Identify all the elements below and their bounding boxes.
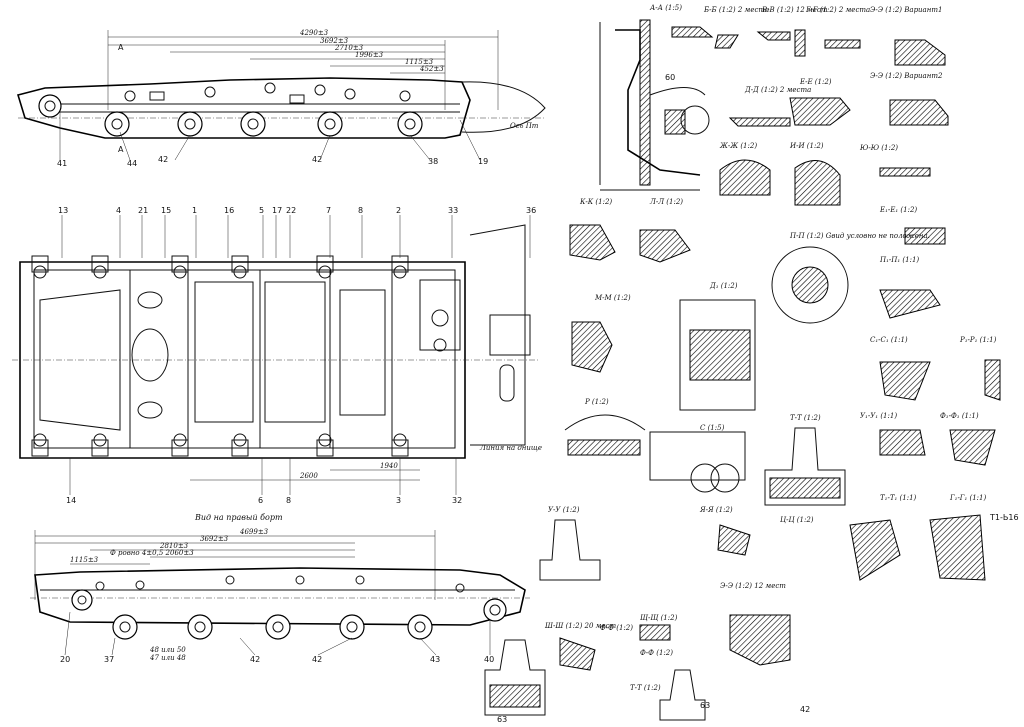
plan-callout-21: 21: [138, 206, 148, 215]
callout-47-48: 47 или 48: [149, 654, 186, 662]
plan-callout-17: 17: [272, 206, 282, 215]
detail-callout: 42: [800, 705, 810, 714]
axis-label: Ось Пт: [510, 122, 539, 130]
section-title: С₁-С₁ (1:1): [870, 336, 908, 344]
callout-20: 20: [60, 655, 70, 664]
section-title: Ц-Ц (1:2): [780, 516, 814, 524]
section-title: Д-Д (1:2) 2 места: [744, 86, 811, 94]
plan-callout-32: 32: [452, 496, 462, 505]
dim-1115: 1115±3: [405, 58, 434, 66]
plan-callout-33: 33: [448, 206, 458, 215]
section-title: М-М (1:2): [594, 294, 631, 302]
dim-3692b: 3692±3: [200, 535, 229, 543]
section-title: Ф-Ф (1:2): [600, 624, 633, 632]
plan-callout-4: 4: [116, 206, 121, 215]
callout-37: 37: [104, 655, 114, 664]
plan-callout-3: 3: [396, 496, 401, 505]
side-view-bottom: 4699±3 3692±3 2810±3 Ф ровно 4±0,5 2060±…: [30, 528, 530, 664]
dim-1940: 1940: [380, 462, 398, 470]
section-title: Б-Б (1:2) 2 места: [703, 6, 769, 14]
section-title: В-В (1:2) 12 мест: [761, 6, 828, 14]
plan-callout-13: 13: [58, 206, 68, 215]
dim-452: 452±3: [419, 65, 444, 73]
plan-callout-8: 8: [358, 206, 363, 215]
callout-42d: 42: [312, 655, 322, 664]
callout-42b: 42: [312, 155, 322, 164]
section-title: Г-Г (1:2) 2 места: [805, 6, 870, 14]
plan-callout-22: 22: [286, 206, 296, 215]
callout-40: 40: [484, 655, 494, 664]
side-view-top: 4290±3 3692±3 2710±3 1996±3 1115±3 452±3: [16, 29, 546, 168]
section-mark-A-top: А: [118, 43, 124, 52]
callout-48-50: 48 или 50: [149, 646, 186, 654]
dim-2600: 2600: [299, 472, 318, 480]
section-title: Е-Е (1:2): [799, 78, 832, 86]
section-title: П-П (1:2) Gвид условно не положена.: [789, 232, 930, 240]
plan-callout-15: 15: [161, 206, 171, 215]
section-title: Г₁-Г₁ (1:1): [949, 494, 986, 502]
section-title: Э-Э (1:2) Вариант1: [870, 6, 942, 14]
dim-2810: 2810±3: [159, 542, 189, 550]
dim-1996: 1996±3: [355, 51, 384, 59]
dim-2710: 2710±3: [334, 44, 364, 52]
section-title: Т-Т (1:2): [630, 684, 661, 692]
section-title: У-У (1:2): [548, 506, 580, 514]
callout-38: 38: [428, 157, 438, 166]
callout-41: 41: [57, 159, 67, 168]
dim-2060: Ф ровно 4±0,5 2060±3: [110, 549, 194, 557]
plan-callout-8: 8: [286, 496, 291, 505]
plan-callout-6: 6: [258, 496, 263, 505]
detail-callout: 63: [497, 715, 507, 724]
section-title: Ш-Ш (1:2) 20 мест: [544, 622, 617, 630]
detail-callout: Т1-Ь16: [989, 513, 1019, 522]
plan-callout-2: 2: [396, 206, 401, 215]
detail-callout: 63: [700, 701, 710, 710]
plan-caption: Вид на правый борт: [194, 513, 283, 522]
section-title: Л-Л (1:2): [649, 198, 683, 206]
section-title: Е₁-Е₁ (1:2): [879, 206, 917, 214]
plan-callout-16: 16: [224, 206, 234, 215]
dim-3692: 3692±3: [320, 37, 349, 45]
callout-42a: 42: [158, 155, 168, 164]
section-title: Р₁-Р₁ (1:1): [959, 336, 997, 344]
callout-44: 44: [127, 159, 137, 168]
section-title: Ф-Ф (1:2): [640, 649, 673, 657]
plan-callout-1: 1: [192, 206, 197, 215]
section-title: Ю-Ю (1:2): [859, 144, 898, 152]
section-title: Т₁-Т₁ (1:1): [880, 494, 917, 502]
section-title: Э-Э (1:2) Вариант2: [870, 72, 943, 80]
section-title: П₁-П₁ (1:1): [879, 256, 919, 264]
section-title: Ф₁-Ф₁ (1:1): [940, 412, 979, 420]
plan-note: Линия на днище: [479, 444, 542, 452]
section-title: Д₁ (1:2): [709, 282, 738, 290]
detail-callout: 60: [665, 73, 675, 82]
plan-callout-36: 36: [526, 206, 536, 215]
section-title: Ж-Ж (1:2): [719, 142, 757, 150]
dim-4290: 4290±3: [299, 29, 329, 37]
section-title: А-А (1:5): [649, 4, 682, 12]
dim-1115b: 1115±3: [70, 556, 99, 564]
section-title: Р (1:2): [584, 398, 609, 406]
dim-4699: 4699±3: [239, 528, 269, 536]
section-title: С (1:5): [700, 424, 725, 432]
callout-42c: 42: [250, 655, 260, 664]
section-title: У₁-У₁ (1:1): [860, 412, 897, 420]
plan-callout-5: 5: [259, 206, 264, 215]
section-mark-A-bottom: А: [118, 145, 124, 154]
plan-callout-7: 7: [326, 206, 331, 215]
section-title: К-К (1:2): [579, 198, 612, 206]
section-title: И-И (1:2): [789, 142, 824, 150]
section-title: Я-Я (1:2): [699, 506, 733, 514]
plan-callout-14: 14: [66, 496, 76, 505]
section-details: [484, 19, 1001, 721]
section-title: Э-Э (1:2) 12 мест: [720, 582, 786, 590]
callout-19: 19: [478, 157, 488, 166]
section-title: Т-Т (1:2): [790, 414, 821, 422]
callout-43: 43: [430, 655, 440, 664]
section-title: Щ-Щ (1:2): [640, 614, 678, 622]
plan-view: 13 4 21 15 1 16 5 17 22 7 8 2 33 36 14 6 8 3 32 2600 1940…: [12, 206, 542, 522]
